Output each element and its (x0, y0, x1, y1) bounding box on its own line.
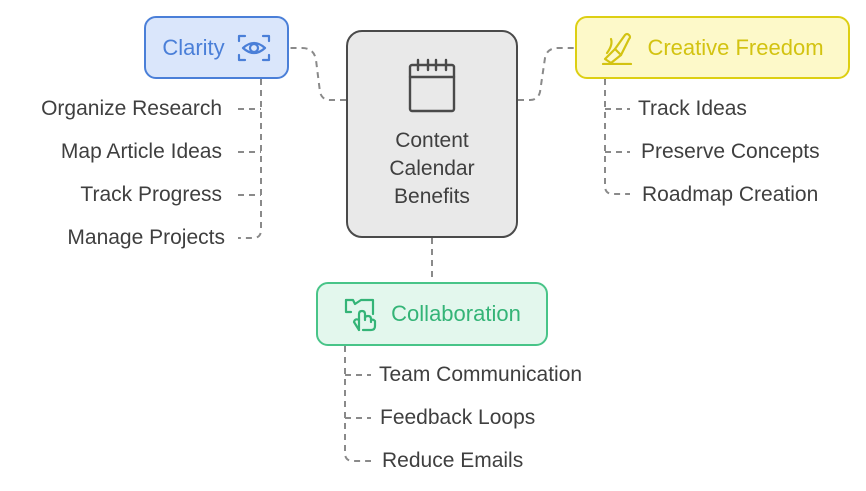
calendar-icon (408, 58, 456, 113)
branch-creative-label: Creative Freedom (647, 34, 824, 60)
collab-item-team-communication: Team Communication (379, 363, 583, 386)
center-title-line: Content (395, 129, 469, 152)
creative-item-roadmap-creation: Roadmap Creation (642, 183, 819, 206)
branch-collaboration: Collaboration (316, 282, 548, 346)
collab-item-reduce-emails: Reduce Emails (382, 449, 524, 472)
clarity-item-manage-projects: Manage Projects (67, 226, 225, 249)
clarity-item-organize-research: Organize Research (41, 97, 222, 120)
connector-clarity-trunk (238, 79, 262, 239)
creative-item-preserve-concepts: Preserve Concepts (641, 140, 820, 163)
pen-paper-icon (602, 32, 633, 65)
creative-item-track-ideas: Track Ideas (638, 97, 747, 120)
center-title-line: Benefits (394, 185, 470, 208)
connector-collab-trunk (344, 346, 371, 462)
connector-center-creative (518, 47, 575, 101)
branch-collaboration-label: Collaboration (391, 301, 521, 326)
hand-touch-icon (345, 298, 377, 332)
connector-creative-trunk (604, 79, 630, 195)
collab-item-feedback-loops: Feedback Loops (380, 406, 536, 429)
eye-scan-icon (237, 34, 270, 61)
branch-clarity-label: Clarity (162, 34, 225, 60)
branch-clarity: Clarity (144, 16, 289, 79)
clarity-item-track-progress: Track Progress (80, 183, 222, 206)
connector-center-clarity (290, 47, 346, 101)
branch-creative: Creative Freedom (575, 16, 850, 79)
center-title-line: Calendar (389, 157, 475, 180)
clarity-item-map-article-ideas: Map Article Ideas (60, 140, 222, 163)
